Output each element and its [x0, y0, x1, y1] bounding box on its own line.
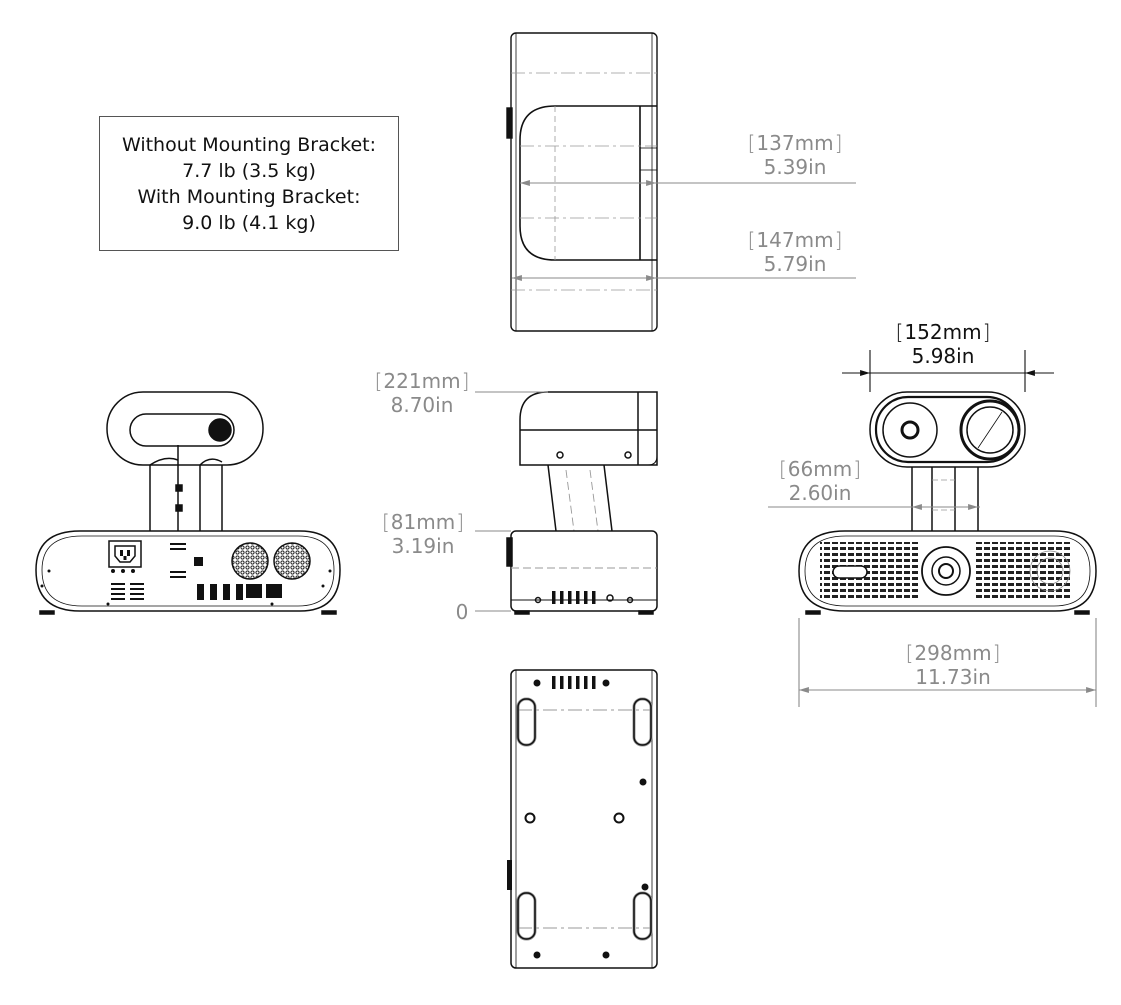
dimension-value-in: 5.39in [763, 155, 827, 179]
side-view-dimension-lines [475, 391, 548, 612]
dimension-zero-value: 0 [455, 600, 469, 624]
dimension-value-mm: 152mm [888, 320, 998, 344]
weight-with-bracket-label: With Mounting Bracket: [137, 186, 361, 208]
top-view [506, 32, 658, 332]
side-view [506, 391, 658, 615]
dimension-base-width: 298mm 11.73in [898, 641, 1008, 689]
dimension-value-in: 8.70in [390, 393, 454, 417]
dimension-height-total: 221mm 8.70in [372, 369, 472, 417]
bottom-view [507, 669, 658, 969]
weight-without-bracket-value: 7.7 lb (3.5 kg) [182, 160, 316, 182]
dimension-value-mm: 81mm [378, 510, 468, 534]
dimension-height-base: 81mm 3.19in [378, 510, 468, 558]
front-view-dimension-lines [768, 350, 1097, 707]
weight-with-bracket-value: 9.0 lb (4.1 kg) [182, 212, 316, 234]
rear-view [35, 391, 341, 615]
dimension-arm-width: 66mm 2.60in [775, 457, 865, 505]
dimension-head-width: 152mm 5.98in [888, 320, 998, 368]
dimension-value-in: 5.98in [911, 344, 975, 368]
top-view-dimension-lines [512, 180, 856, 281]
dimension-top-depth-base: 147mm 5.79in [745, 228, 845, 276]
dimension-top-depth-head: 137mm 5.39in [745, 131, 845, 179]
dimension-height-zero: 0 [452, 600, 472, 624]
dimension-value-mm: 137mm [745, 131, 845, 155]
dimension-value-in: 5.79in [763, 252, 827, 276]
dimension-value-mm: 298mm [898, 641, 1008, 665]
dimension-value-mm: 147mm [745, 228, 845, 252]
dimension-value-mm: 66mm [775, 457, 865, 481]
front-view [798, 391, 1097, 615]
dimension-value-in: 2.60in [788, 481, 852, 505]
dimension-value-in: 3.19in [391, 534, 455, 558]
dimension-value-mm: 221mm [372, 369, 472, 393]
weight-without-bracket-label: Without Mounting Bracket: [121, 134, 377, 156]
weight-note: Without Mounting Bracket: 7.7 lb (3.5 kg… [99, 116, 399, 251]
dimension-value-in: 11.73in [915, 665, 991, 689]
